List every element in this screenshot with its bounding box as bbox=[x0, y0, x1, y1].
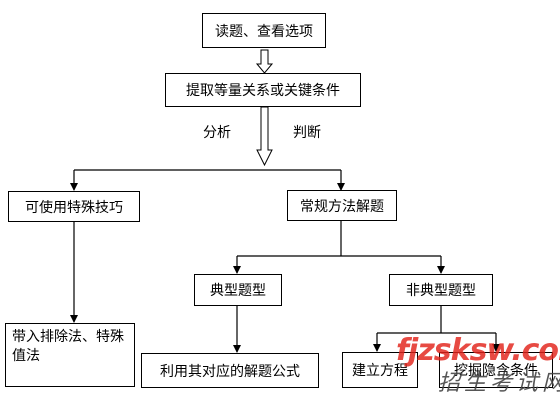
node-atypical: 非典型题型 bbox=[389, 274, 493, 306]
watermark-main: fjzsksw.com bbox=[396, 333, 560, 368]
node-typical-text: 典型题型 bbox=[210, 283, 266, 299]
hollow-arrow-extract-branch bbox=[256, 106, 273, 167]
node-hidden: 挖掘隐含条件 bbox=[439, 352, 553, 388]
node-equation: 建立方程 bbox=[342, 352, 418, 388]
node-formula-text: 利用其对应的解题公式 bbox=[160, 363, 300, 380]
node-typical: 典型题型 bbox=[194, 274, 282, 306]
label-analyze: 分析 bbox=[203, 125, 231, 141]
node-extract: 提取等量关系或关键条件 bbox=[165, 73, 361, 107]
node-equation-text: 建立方程 bbox=[352, 363, 408, 379]
node-normal-text: 常规方法解题 bbox=[300, 198, 384, 215]
node-read: 读题、查看选项 bbox=[202, 13, 326, 48]
node-substitute-text: 带入排除法、特殊值法 bbox=[12, 329, 124, 364]
hollow-arrow-read-extract bbox=[255, 49, 274, 74]
watermark-sub: 招生考试网 bbox=[438, 371, 560, 396]
node-normal: 常规方法解题 bbox=[287, 190, 397, 221]
node-read-text: 读题、查看选项 bbox=[215, 23, 313, 40]
node-hidden-text: 挖掘隐含条件 bbox=[454, 363, 538, 379]
node-special-text: 可使用特殊技巧 bbox=[25, 199, 123, 216]
node-atypical-text: 非典型题型 bbox=[406, 283, 476, 299]
node-substitute: 带入排除法、特殊值法 bbox=[5, 323, 135, 387]
node-special: 可使用特殊技巧 bbox=[8, 191, 140, 222]
node-extract-text: 提取等量关系或关键条件 bbox=[186, 83, 340, 99]
node-formula: 利用其对应的解题公式 bbox=[141, 353, 319, 388]
label-judge: 判断 bbox=[293, 125, 321, 141]
